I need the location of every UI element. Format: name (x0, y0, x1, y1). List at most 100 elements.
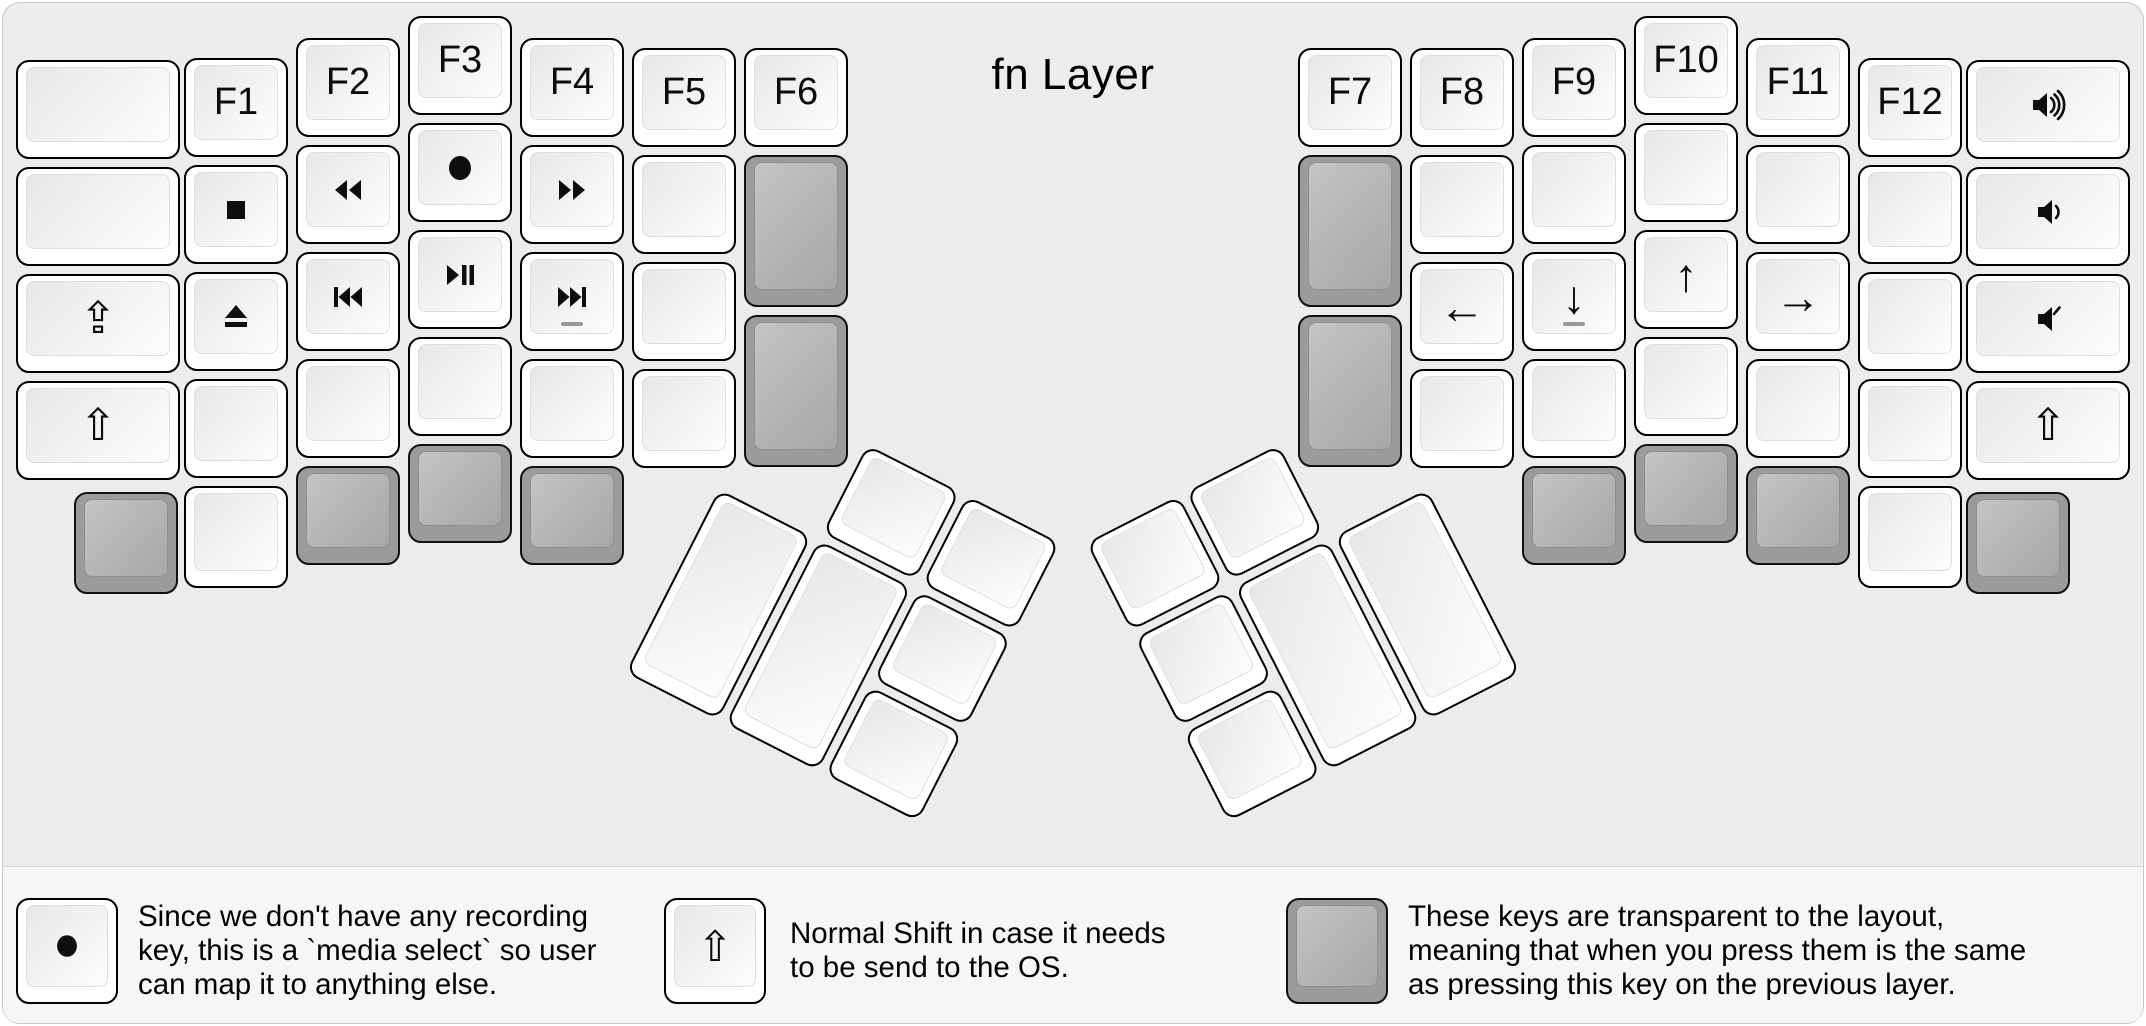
key-transparent[interactable] (1634, 444, 1738, 543)
keytop: F1 (194, 65, 278, 140)
key-transparent[interactable] (1298, 155, 1402, 307)
keytop: F7 (1308, 55, 1392, 130)
key-blank[interactable] (1746, 145, 1850, 244)
key-arrow-down[interactable]: ↓ (1522, 252, 1626, 351)
key-f2[interactable]: F2 (296, 38, 400, 137)
key-transparent[interactable] (520, 466, 624, 565)
key-blank[interactable] (632, 262, 736, 361)
key-blank[interactable] (184, 379, 288, 478)
keytop (642, 376, 726, 451)
key-blank[interactable] (1634, 337, 1738, 436)
key-blank[interactable] (1410, 369, 1514, 468)
key-arrow-left[interactable]: ← (1410, 262, 1514, 361)
legend-text-line: to be send to the OS. (790, 951, 1069, 984)
key-play-pause[interactable] (408, 230, 512, 329)
keytop (642, 269, 726, 344)
key-f4[interactable]: F4 (520, 38, 624, 137)
keytop (306, 152, 390, 227)
keytop (84, 499, 168, 577)
key-shift[interactable]: ⇧ (16, 381, 180, 480)
keytop (1308, 322, 1392, 450)
key-f3[interactable]: F3 (408, 16, 512, 115)
keytop (306, 473, 390, 548)
key-label: ↑ (1674, 248, 1698, 301)
key-blank[interactable] (16, 167, 180, 266)
legend-text-line: These keys are transparent to the layout… (1408, 900, 1945, 933)
key-f9[interactable]: F9 (1522, 38, 1626, 137)
keytop (1976, 281, 2120, 356)
key-transparent[interactable] (296, 466, 400, 565)
key-f8[interactable]: F8 (1410, 48, 1514, 147)
keytop (530, 473, 614, 548)
legend-text-line: key, this is a `media select` so user (138, 934, 597, 967)
keytop (642, 162, 726, 237)
key-mute[interactable] (1966, 274, 2130, 373)
key-f5[interactable]: F5 (632, 48, 736, 147)
key-caps-lock[interactable]: ⇪ (16, 274, 180, 373)
keytop (306, 259, 390, 334)
keytop: F8 (1420, 55, 1504, 130)
key-record[interactable] (408, 123, 512, 222)
keytop (1532, 152, 1616, 227)
keytop: F6 (754, 55, 838, 130)
key-f12[interactable]: F12 (1858, 58, 1962, 157)
key-label: F6 (773, 71, 819, 113)
key-label: ⇧ (2029, 401, 2067, 450)
key-blank[interactable] (1858, 272, 1962, 371)
keytop (194, 279, 278, 354)
key-f6[interactable]: F6 (744, 48, 848, 147)
key-blank[interactable] (632, 369, 736, 468)
key-arrow-right[interactable]: → (1746, 252, 1850, 351)
key-transparent[interactable] (1522, 466, 1626, 565)
key-transparent[interactable] (744, 155, 848, 307)
key-blank[interactable] (1522, 145, 1626, 244)
key-volume-up[interactable] (1966, 60, 2130, 159)
key-blank[interactable] (16, 60, 180, 159)
key-transparent[interactable] (744, 315, 848, 467)
key-rewind[interactable] (296, 145, 400, 244)
key-blank[interactable] (296, 359, 400, 458)
key-f11[interactable]: F11 (1746, 38, 1850, 137)
key-blank[interactable] (1858, 486, 1962, 588)
key-blank[interactable] (1410, 155, 1514, 254)
key-blank[interactable] (1858, 165, 1962, 264)
key-blank[interactable] (632, 155, 736, 254)
keytop (754, 322, 838, 450)
keytop: F4 (530, 45, 614, 120)
key-transparent-sample (1286, 898, 1388, 1004)
key-transparent[interactable] (74, 492, 178, 594)
keytop: F5 (642, 55, 726, 130)
key-arrow-up[interactable]: ↑ (1634, 230, 1738, 329)
key-transparent[interactable] (1298, 315, 1402, 467)
key-f7[interactable]: F7 (1298, 48, 1402, 147)
key-f1[interactable]: F1 (184, 58, 288, 157)
keytop (1868, 172, 1952, 247)
key-transparent[interactable] (1966, 492, 2070, 594)
key-blank[interactable] (408, 337, 512, 436)
keytop (1644, 130, 1728, 205)
key-next-track[interactable] (520, 252, 624, 351)
key-transparent[interactable] (1746, 466, 1850, 565)
key-f10[interactable]: F10 (1634, 16, 1738, 115)
key-blank[interactable] (1634, 123, 1738, 222)
key-label: F4 (549, 61, 595, 103)
key-transparent[interactable] (408, 444, 512, 543)
homing-bar (1563, 322, 1585, 326)
key-label: F1 (213, 81, 259, 123)
key-blank[interactable] (520, 359, 624, 458)
key-blank[interactable] (1746, 359, 1850, 458)
legend-text: These keys are transparent to the layout… (1408, 900, 2026, 1002)
key-stop[interactable] (184, 165, 288, 264)
key-blank[interactable] (1522, 359, 1626, 458)
key-shift[interactable]: ⇧ (1966, 381, 2130, 480)
keytop: ↑ (1644, 237, 1728, 312)
key-fast-forward[interactable] (520, 145, 624, 244)
key-eject[interactable] (184, 272, 288, 371)
key-prev-track[interactable] (296, 252, 400, 351)
keytop (890, 601, 1000, 707)
key-volume-down[interactable] (1966, 167, 2130, 266)
keytop (1308, 162, 1392, 290)
key-blank[interactable] (1858, 379, 1962, 478)
key-blank[interactable] (184, 486, 288, 588)
